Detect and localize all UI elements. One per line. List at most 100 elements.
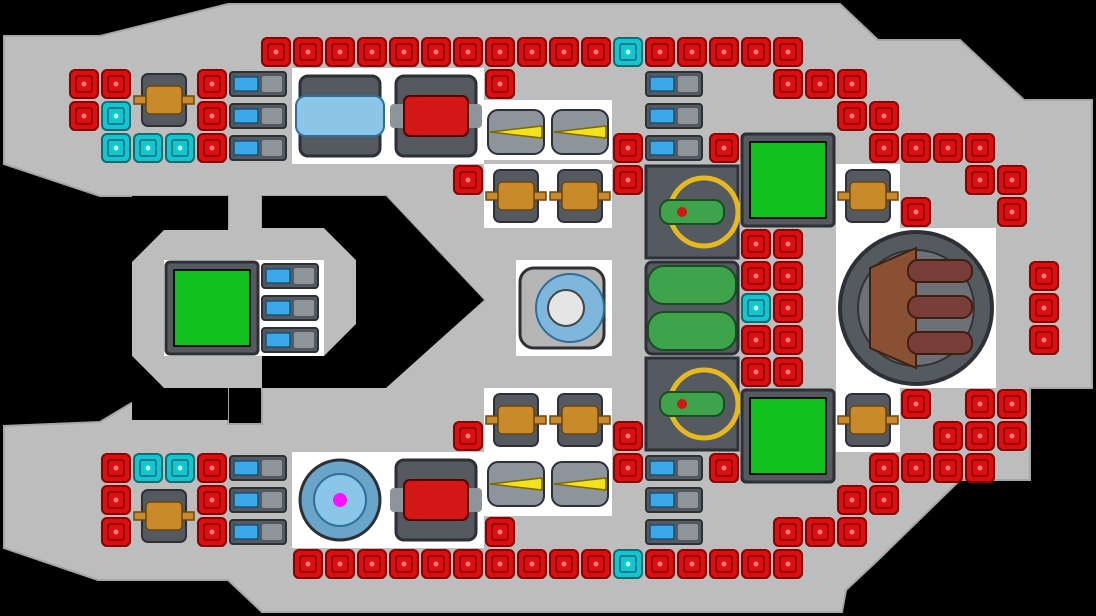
laser-blaster-icon[interactable] [551,109,609,155]
armor-block-icon[interactable] [837,101,867,131]
armor-block-icon[interactable] [485,517,515,547]
armor-block-icon[interactable] [869,485,899,515]
armor-block-icon[interactable] [933,421,963,451]
armor-block-icon[interactable] [325,549,355,579]
armor-block-icon[interactable] [965,453,995,483]
armor-block-icon[interactable] [197,133,227,163]
armor-block-icon[interactable] [965,165,995,195]
armor-block-icon[interactable] [965,133,995,163]
thruster-icon[interactable] [229,103,287,129]
armor-block-icon[interactable] [1029,325,1059,355]
thruster-icon[interactable] [645,135,703,161]
armor-block-icon[interactable] [773,325,803,355]
ion-gun-icon[interactable] [837,393,899,447]
thruster-icon[interactable] [261,263,319,289]
armor-block-icon[interactable] [517,549,547,579]
armor-block-icon[interactable] [69,101,99,131]
armor-block-icon[interactable] [389,37,419,67]
power-core-icon[interactable] [164,260,260,356]
armor-block-icon[interactable] [901,133,931,163]
armor-block-icon[interactable] [101,69,131,99]
armor-block-icon[interactable] [485,549,515,579]
armor-block-icon[interactable] [613,165,643,195]
ion-gun-icon[interactable] [549,169,611,223]
armor-block-icon[interactable] [773,517,803,547]
armor-block-icon[interactable] [613,133,643,163]
armor-block-icon[interactable] [357,549,387,579]
armor-block-icon[interactable] [869,453,899,483]
thruster-icon[interactable] [229,135,287,161]
armor-block-icon[interactable] [741,325,771,355]
armor-block-icon[interactable] [933,453,963,483]
beam-turret-icon[interactable] [390,74,482,158]
armor-block-icon[interactable] [901,453,931,483]
armor-block-icon[interactable] [965,389,995,419]
armor-block-icon[interactable] [581,549,611,579]
armor-block-icon[interactable] [677,37,707,67]
armor-block-icon[interactable] [197,453,227,483]
armor-block-icon[interactable] [581,37,611,67]
main-cannon-icon[interactable] [838,230,994,386]
ion-gun-icon[interactable] [485,393,547,447]
armor-block-icon[interactable] [837,485,867,515]
armor-block-icon[interactable] [613,453,643,483]
armor-block-icon[interactable] [997,421,1027,451]
power-core-icon[interactable] [740,132,836,228]
armor-block-icon[interactable] [837,69,867,99]
armor-block-icon[interactable] [197,69,227,99]
armor-block-icon[interactable] [869,101,899,131]
thruster-icon[interactable] [645,71,703,97]
thruster-icon[interactable] [229,487,287,513]
armor-block-icon[interactable] [421,549,451,579]
armor-block-icon[interactable] [645,37,675,67]
laser-blaster-icon[interactable] [487,461,545,507]
armor-block-icon[interactable] [453,421,483,451]
armor-block-icon[interactable] [1029,293,1059,323]
thruster-icon[interactable] [645,519,703,545]
armor-block-icon[interactable] [709,453,739,483]
shield-block-icon[interactable] [165,133,195,163]
green-turret-icon[interactable] [644,356,741,452]
armor-block-icon[interactable] [773,261,803,291]
armor-block-icon[interactable] [293,549,323,579]
ion-gun-icon[interactable] [485,169,547,223]
armor-block-icon[interactable] [709,133,739,163]
armor-block-icon[interactable] [997,389,1027,419]
shield-block-icon[interactable] [741,293,771,323]
armor-block-icon[interactable] [549,549,579,579]
armor-block-icon[interactable] [549,37,579,67]
armor-block-icon[interactable] [901,389,931,419]
ion-gun-icon[interactable] [133,73,195,127]
armor-block-icon[interactable] [869,133,899,163]
armor-block-icon[interactable] [773,549,803,579]
armor-block-icon[interactable] [901,197,931,227]
armor-block-icon[interactable] [293,37,323,67]
armor-block-icon[interactable] [741,357,771,387]
armor-block-icon[interactable] [357,37,387,67]
armor-block-icon[interactable] [837,517,867,547]
armor-block-icon[interactable] [421,37,451,67]
armor-block-icon[interactable] [485,37,515,67]
shield-block-icon[interactable] [165,453,195,483]
shield-block-icon[interactable] [101,101,131,131]
ion-gun-icon[interactable] [549,393,611,447]
armor-block-icon[interactable] [805,517,835,547]
armor-block-icon[interactable] [741,229,771,259]
ion-gun-icon[interactable] [837,169,899,223]
armor-block-icon[interactable] [709,549,739,579]
thruster-icon[interactable] [229,519,287,545]
armor-block-icon[interactable] [741,549,771,579]
armor-block-icon[interactable] [517,37,547,67]
armor-block-icon[interactable] [197,517,227,547]
armor-block-icon[interactable] [773,293,803,323]
shield-projector-icon[interactable] [518,266,606,350]
armor-block-icon[interactable] [773,357,803,387]
thruster-icon[interactable] [229,455,287,481]
shield-block-icon[interactable] [101,133,131,163]
armor-block-icon[interactable] [197,485,227,515]
armor-block-icon[interactable] [197,101,227,131]
armor-block-icon[interactable] [965,421,995,451]
shield-block-icon[interactable] [613,549,643,579]
armor-block-icon[interactable] [453,549,483,579]
